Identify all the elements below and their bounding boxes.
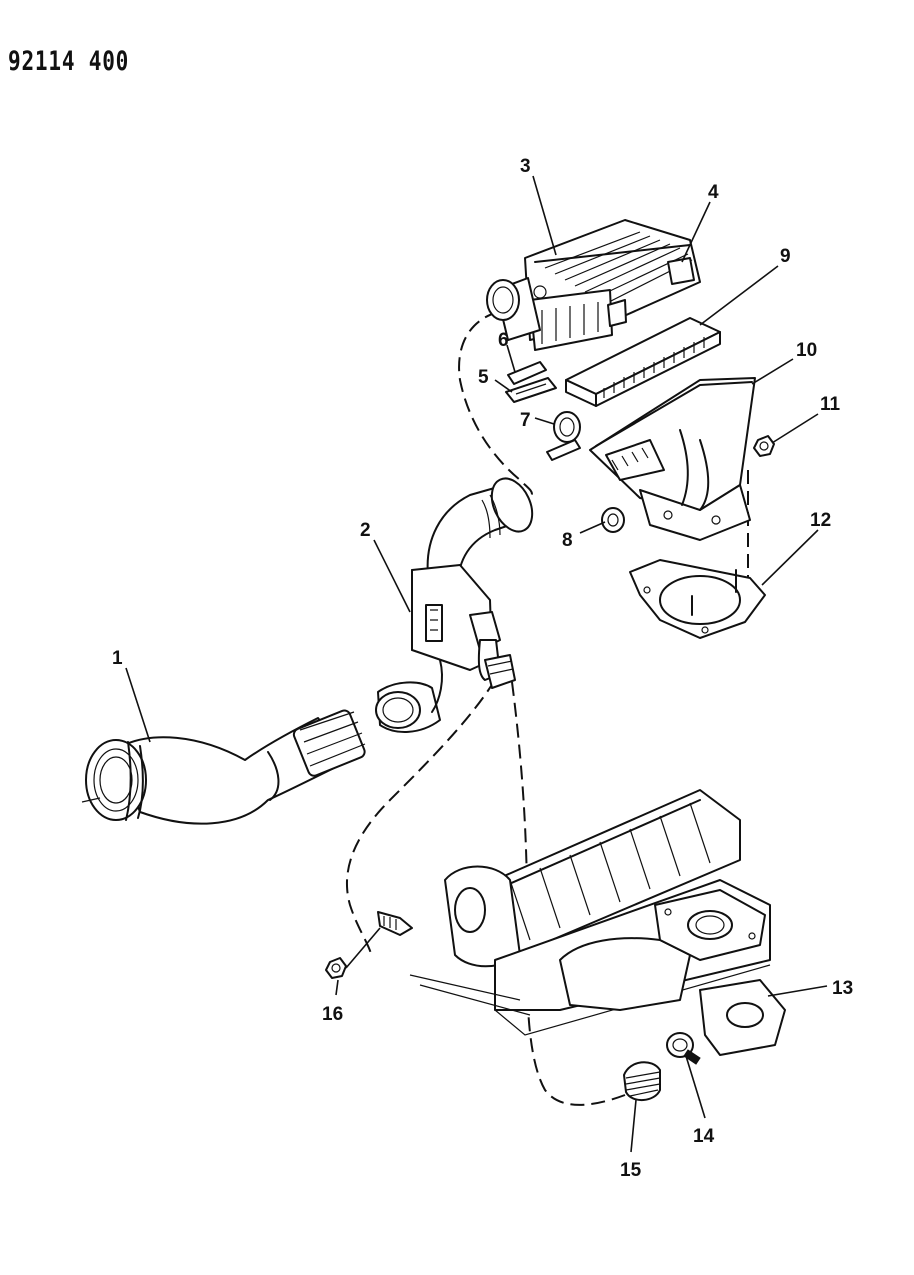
routing-line-hose-to-manifold <box>346 679 496 959</box>
temperature-sensor <box>546 411 581 461</box>
callout-8: 8 <box>562 530 573 551</box>
callout-16: 16 <box>322 1004 343 1025</box>
gasket <box>505 377 557 403</box>
callout-1: 1 <box>112 648 123 669</box>
intake-manifold <box>409 789 786 1056</box>
callout-2: 2 <box>360 520 371 541</box>
callout-12: 12 <box>810 510 831 531</box>
mounting-bracket <box>629 559 766 639</box>
vacuum-hose <box>623 1061 661 1101</box>
document-id: 92114 400 <box>8 46 130 77</box>
grommet <box>601 507 625 533</box>
callout-7: 7 <box>520 410 531 431</box>
callout-15: 15 <box>620 1160 642 1181</box>
callout-4: 4 <box>708 182 719 203</box>
stud <box>377 911 413 936</box>
nut-11 <box>753 435 775 457</box>
callout-11: 11 <box>820 394 841 415</box>
air-cleaner-housing <box>589 377 756 541</box>
leader-lines <box>125 175 828 1153</box>
clip <box>507 361 547 385</box>
routing-line-hose-to-cover <box>458 311 533 499</box>
callout-6: 6 <box>498 330 509 351</box>
callout-14: 14 <box>693 1126 715 1147</box>
callout-5: 5 <box>478 367 489 388</box>
callout-10: 10 <box>796 340 817 361</box>
nut-16 <box>325 957 347 979</box>
air-filter-element <box>565 317 721 407</box>
air-inlet-duct <box>81 709 366 825</box>
callout-9: 9 <box>780 246 791 267</box>
elbow-hose-assembly <box>375 477 534 733</box>
callout-3: 3 <box>520 156 531 177</box>
callout-13: 13 <box>832 978 853 999</box>
air-cleaner-cover <box>486 219 701 351</box>
hose-clamp <box>666 1032 701 1065</box>
